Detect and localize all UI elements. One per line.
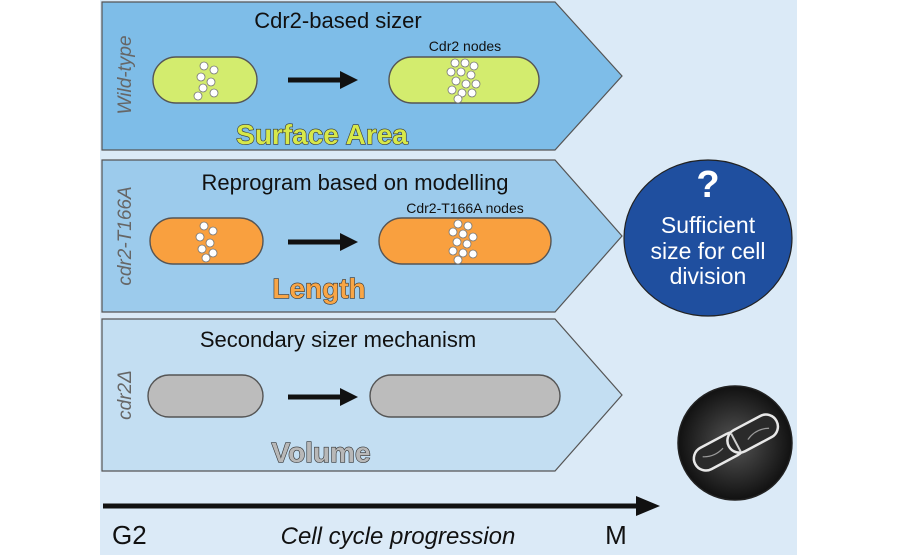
small-cell [147,374,264,418]
circle-line-3: division [670,263,747,289]
growth-arrowhead [340,71,358,89]
circle-line-1: Sufficient [661,212,756,238]
panel-wild-type: Wild-type Cdr2-based sizer Cdr2 nodes Su… [101,1,623,151]
cell-cycle-timeline: G2 Cell cycle progression M [103,496,660,550]
question-mark: ? [696,164,719,206]
nodes-label: Cdr2-T166A nodes [406,200,524,216]
dividing-yeast-cell-micrograph-icon [677,385,793,501]
growth-arrowhead [340,233,358,251]
panel-cdr2-t166a-arrow [101,159,623,313]
panel-cdr2-t166a: cdr2-T166A Reprogram based on modelling … [101,159,623,313]
large-cell [369,374,561,418]
panel-cdr2-delta-arrow [101,318,623,472]
genotype-label: cdr2Δ [115,370,136,420]
measure-label: Surface Area [236,119,408,150]
circle-line-2: size for cell [650,238,765,264]
division-threshold-circle: ? Sufficient size for cell division [623,159,793,317]
panel-title: Reprogram based on modelling [202,170,509,195]
measure-label: Length [272,273,365,304]
timeline-arrowhead [636,496,660,516]
cdr2-nodes-large [446,58,481,104]
timeline-start-label: G2 [112,520,147,550]
timeline-end-label: M [605,520,627,550]
measure-label: Volume [271,437,370,468]
timeline-label: Cell cycle progression [281,523,516,550]
nodes-label: Cdr2 nodes [429,38,501,54]
panel-title: Cdr2-based sizer [254,8,422,33]
cdr2-nodes-small [193,61,219,101]
t166a-nodes-large [448,219,478,265]
small-cell [152,56,258,104]
genotype-label: Wild-type [115,35,136,114]
large-cell [388,56,540,104]
panel-title: Secondary sizer mechanism [200,327,476,352]
threshold-circle-shape [623,159,793,317]
t166a-nodes-small [195,221,218,263]
panel-wild-type-arrow [101,1,623,151]
panel-cdr2-delta: cdr2Δ Secondary sizer mechanism Volume [101,318,623,472]
growth-arrowhead [340,388,358,406]
genotype-label: cdr2-T166A [115,186,136,285]
